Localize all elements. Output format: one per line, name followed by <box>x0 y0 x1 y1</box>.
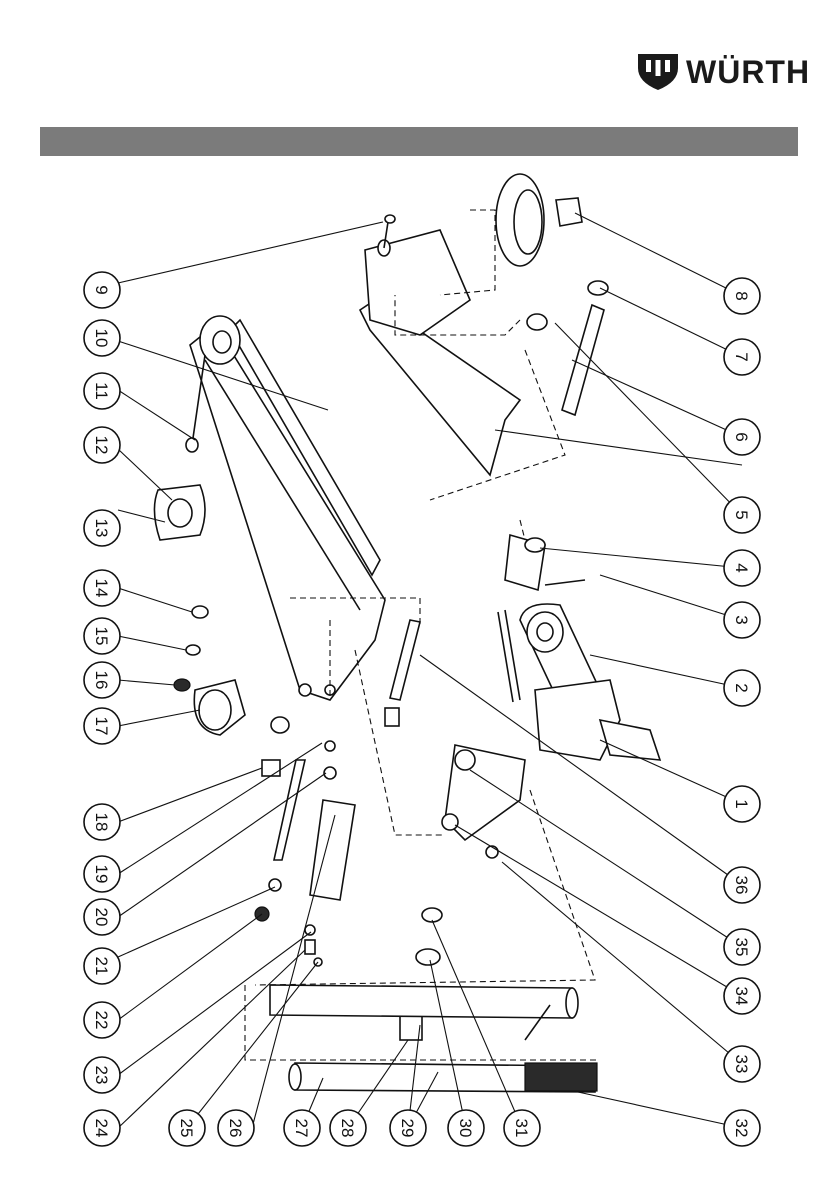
callout-10: 10 <box>84 320 120 356</box>
svg-text:25: 25 <box>177 1119 196 1138</box>
svg-text:28: 28 <box>338 1119 357 1138</box>
callout-26: 26 <box>218 1110 254 1146</box>
svg-text:1: 1 <box>732 799 751 808</box>
callout-8: 8 <box>724 278 760 314</box>
callout-28: 28 <box>330 1110 366 1146</box>
callout-27: 27 <box>284 1110 320 1146</box>
svg-text:30: 30 <box>456 1119 475 1138</box>
svg-text:11: 11 <box>92 382 111 400</box>
callout-24: 24 <box>84 1110 120 1146</box>
svg-text:35: 35 <box>732 938 751 957</box>
svg-text:24: 24 <box>92 1119 111 1138</box>
svg-text:18: 18 <box>92 813 111 832</box>
svg-text:14: 14 <box>92 579 111 598</box>
callout-35: 35 <box>724 929 760 965</box>
callout-1: 1 <box>724 786 760 822</box>
svg-text:19: 19 <box>92 865 111 884</box>
callout-36: 36 <box>724 867 760 903</box>
callout-13: 13 <box>84 510 120 546</box>
svg-text:22: 22 <box>92 1011 111 1030</box>
svg-text:2: 2 <box>732 683 751 692</box>
callout-29: 29 <box>390 1110 426 1146</box>
svg-text:29: 29 <box>398 1119 417 1138</box>
svg-text:32: 32 <box>732 1119 751 1138</box>
callout-2: 2 <box>724 670 760 706</box>
callout-7: 7 <box>724 339 760 375</box>
svg-text:34: 34 <box>732 987 751 1006</box>
svg-text:12: 12 <box>92 436 111 455</box>
callout-19: 19 <box>84 856 120 892</box>
callout-6: 6 <box>724 419 760 455</box>
callout-11: 11 <box>84 373 120 409</box>
svg-text:9: 9 <box>92 285 111 294</box>
callout-30: 30 <box>448 1110 484 1146</box>
svg-text:6: 6 <box>732 432 751 441</box>
callout-33: 33 <box>724 1046 760 1082</box>
callout-5: 5 <box>724 497 760 533</box>
callout-23: 23 <box>84 1057 120 1093</box>
callout-3: 3 <box>724 602 760 638</box>
callout-18: 18 <box>84 804 120 840</box>
svg-text:20: 20 <box>92 908 111 927</box>
callout-20: 20 <box>84 899 120 935</box>
callout-21: 21 <box>84 948 120 984</box>
svg-text:4: 4 <box>732 563 751 572</box>
svg-text:3: 3 <box>732 615 751 624</box>
svg-text:7: 7 <box>732 352 751 361</box>
svg-text:10: 10 <box>92 329 111 348</box>
callout-22: 22 <box>84 1002 120 1038</box>
svg-text:13: 13 <box>92 519 111 538</box>
svg-text:33: 33 <box>732 1055 751 1074</box>
svg-text:8: 8 <box>732 291 751 300</box>
svg-text:26: 26 <box>226 1119 245 1138</box>
svg-text:15: 15 <box>92 627 111 646</box>
svg-text:17: 17 <box>92 717 111 736</box>
svg-text:5: 5 <box>732 510 751 519</box>
callout-9: 9 <box>84 272 120 308</box>
callout-12: 12 <box>84 427 120 463</box>
callout-17: 17 <box>84 708 120 744</box>
callout-15: 15 <box>84 618 120 654</box>
callout-34: 34 <box>724 978 760 1014</box>
callout-4: 4 <box>724 550 760 586</box>
svg-text:23: 23 <box>92 1066 111 1085</box>
parts-drawing <box>154 174 660 1092</box>
callout-25: 25 <box>169 1110 205 1146</box>
svg-text:21: 21 <box>92 957 111 976</box>
svg-text:31: 31 <box>512 1119 531 1138</box>
callout-16: 16 <box>84 662 120 698</box>
callout-32: 32 <box>724 1110 760 1146</box>
svg-text:27: 27 <box>292 1119 311 1138</box>
svg-text:16: 16 <box>92 671 111 690</box>
callout-14: 14 <box>84 570 120 606</box>
svg-text:36: 36 <box>732 876 751 895</box>
callout-31: 31 <box>504 1110 540 1146</box>
